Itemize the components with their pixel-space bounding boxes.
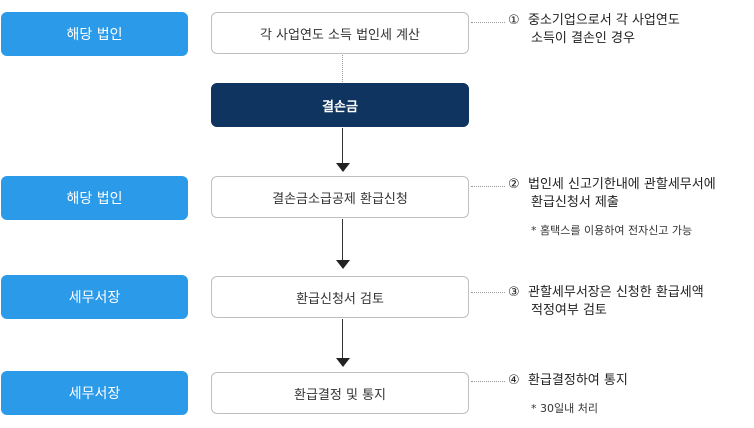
note-2-line-1: 법인세 신고기한내에 관할세무서에 bbox=[528, 177, 716, 192]
note-2-sub: * 홈택스를 이용하여 전자신고 가능 bbox=[531, 224, 693, 237]
note-4-line-1: 환급결정하여 통지 bbox=[528, 373, 628, 388]
connector-dotted-1 bbox=[471, 22, 505, 23]
arrow-down-icon bbox=[336, 358, 350, 367]
arrow-line-2 bbox=[342, 219, 343, 260]
note-3-line-2: 적정여부 검토 bbox=[531, 303, 607, 318]
connector-dotted-vertical bbox=[342, 55, 343, 82]
step-box-1: 각 사업연도 소득 법인세 계산 bbox=[211, 12, 469, 54]
actor-box-1: 해당 법인 bbox=[1, 12, 188, 56]
note-1: ① 중소기업으로서 각 사업연도 소득이 결손인 경우 bbox=[508, 12, 680, 48]
step-box-4: 환급결정 및 통지 bbox=[211, 372, 469, 414]
actor-box-3: 세무서장 bbox=[1, 275, 188, 319]
actor-box-4: 세무서장 bbox=[1, 371, 188, 415]
note-3: ③ 관할세무서장은 신청한 환급세액 적정여부 검토 bbox=[508, 284, 704, 320]
arrow-down-icon bbox=[336, 260, 350, 269]
arrow-line-1 bbox=[342, 128, 343, 164]
note-3-line-1: 관할세무서장은 신청한 환급세액 bbox=[528, 285, 704, 300]
note-number-4: ④ bbox=[508, 373, 520, 388]
actor-box-2: 해당 법인 bbox=[1, 176, 188, 220]
step-box-loss: 결손금 bbox=[211, 83, 469, 127]
note-2: ② 법인세 신고기한내에 관할세무서에 환급신청서 제출 bbox=[508, 176, 716, 212]
note-2-line-2: 환급신청서 제출 bbox=[531, 195, 619, 210]
connector-dotted-2 bbox=[471, 186, 505, 187]
step-box-3: 환급신청서 검토 bbox=[211, 276, 469, 318]
arrow-line-3 bbox=[342, 319, 343, 358]
step-box-2: 결손금소급공제 환급신청 bbox=[211, 176, 469, 218]
note-1-line-1: 중소기업으로서 각 사업연도 bbox=[528, 13, 680, 28]
note-number-1: ① bbox=[508, 13, 520, 28]
note-number-3: ③ bbox=[508, 285, 520, 300]
connector-dotted-3 bbox=[471, 292, 505, 293]
note-4-sub: * 30일내 처리 bbox=[531, 402, 598, 415]
arrow-down-icon bbox=[336, 163, 350, 172]
connector-dotted-4 bbox=[471, 381, 505, 382]
note-4: ④ 환급결정하여 통지 bbox=[508, 372, 628, 390]
note-1-line-2: 소득이 결손인 경우 bbox=[531, 31, 635, 46]
note-number-2: ② bbox=[508, 177, 520, 192]
